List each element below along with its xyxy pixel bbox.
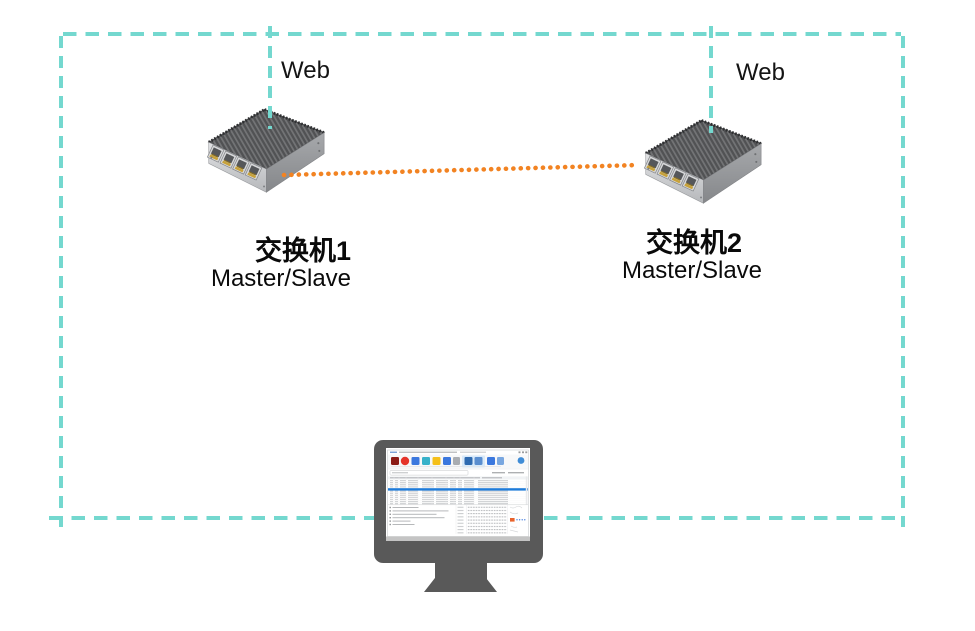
capture-app-offset-column — [457, 505, 466, 534]
toolbar-info-icon — [517, 457, 525, 464]
minimize-icon — [518, 451, 521, 454]
maximize-icon — [522, 451, 524, 454]
selected-packet-row — [388, 488, 528, 491]
inter-switch-dotted-link — [281, 162, 642, 178]
screen-taskbar-band — [386, 536, 530, 541]
capture-app-detail-panel — [388, 504, 528, 534]
toolbar-icon-10 — [487, 457, 495, 465]
signal-marker — [510, 518, 515, 522]
capture-app-filterbar — [389, 470, 524, 476]
capture-app-toolbar — [388, 454, 528, 470]
monitor-screen — [386, 448, 530, 541]
switch-2-title: 交换机2 — [645, 228, 743, 258]
table-scrollbar — [525, 476, 528, 505]
monitor-stand-foot — [424, 578, 497, 592]
toolbar-icon-4 — [422, 457, 430, 465]
toolbar-icon-11 — [497, 457, 504, 465]
close-icon — [525, 451, 528, 454]
switch-1-title: 交换机1 — [254, 236, 352, 266]
web-label-switch2: Web — [736, 59, 785, 86]
toolbar-icon-7 — [453, 457, 460, 465]
capture-app-titlebar — [390, 451, 528, 454]
capture-software-screenshot — [386, 449, 530, 541]
toolbar-icon-5 — [432, 457, 441, 465]
switch-1-subtitle: Master/Slave — [210, 265, 352, 292]
toolbar-icon-9 — [474, 457, 483, 465]
capture-app-packet-table — [388, 476, 528, 505]
web-label-switch1: Web — [281, 57, 330, 84]
switch-2-subtitle: Master/Slave — [621, 257, 763, 284]
filter-input — [389, 470, 469, 476]
capture-app-signal-panel — [509, 505, 526, 533]
toolbar-icon-6 — [443, 457, 451, 465]
toolbar-icon-8 — [464, 457, 473, 465]
monitor-stand-neck — [435, 561, 487, 580]
toolbar-record-icon — [400, 456, 410, 466]
toolbar-icon-3 — [411, 457, 420, 465]
capture-app-hex-panel — [467, 505, 507, 534]
switch-2-image — [634, 109, 769, 209]
switch-1-image — [197, 98, 332, 198]
toolbar-icon-1 — [391, 457, 399, 465]
